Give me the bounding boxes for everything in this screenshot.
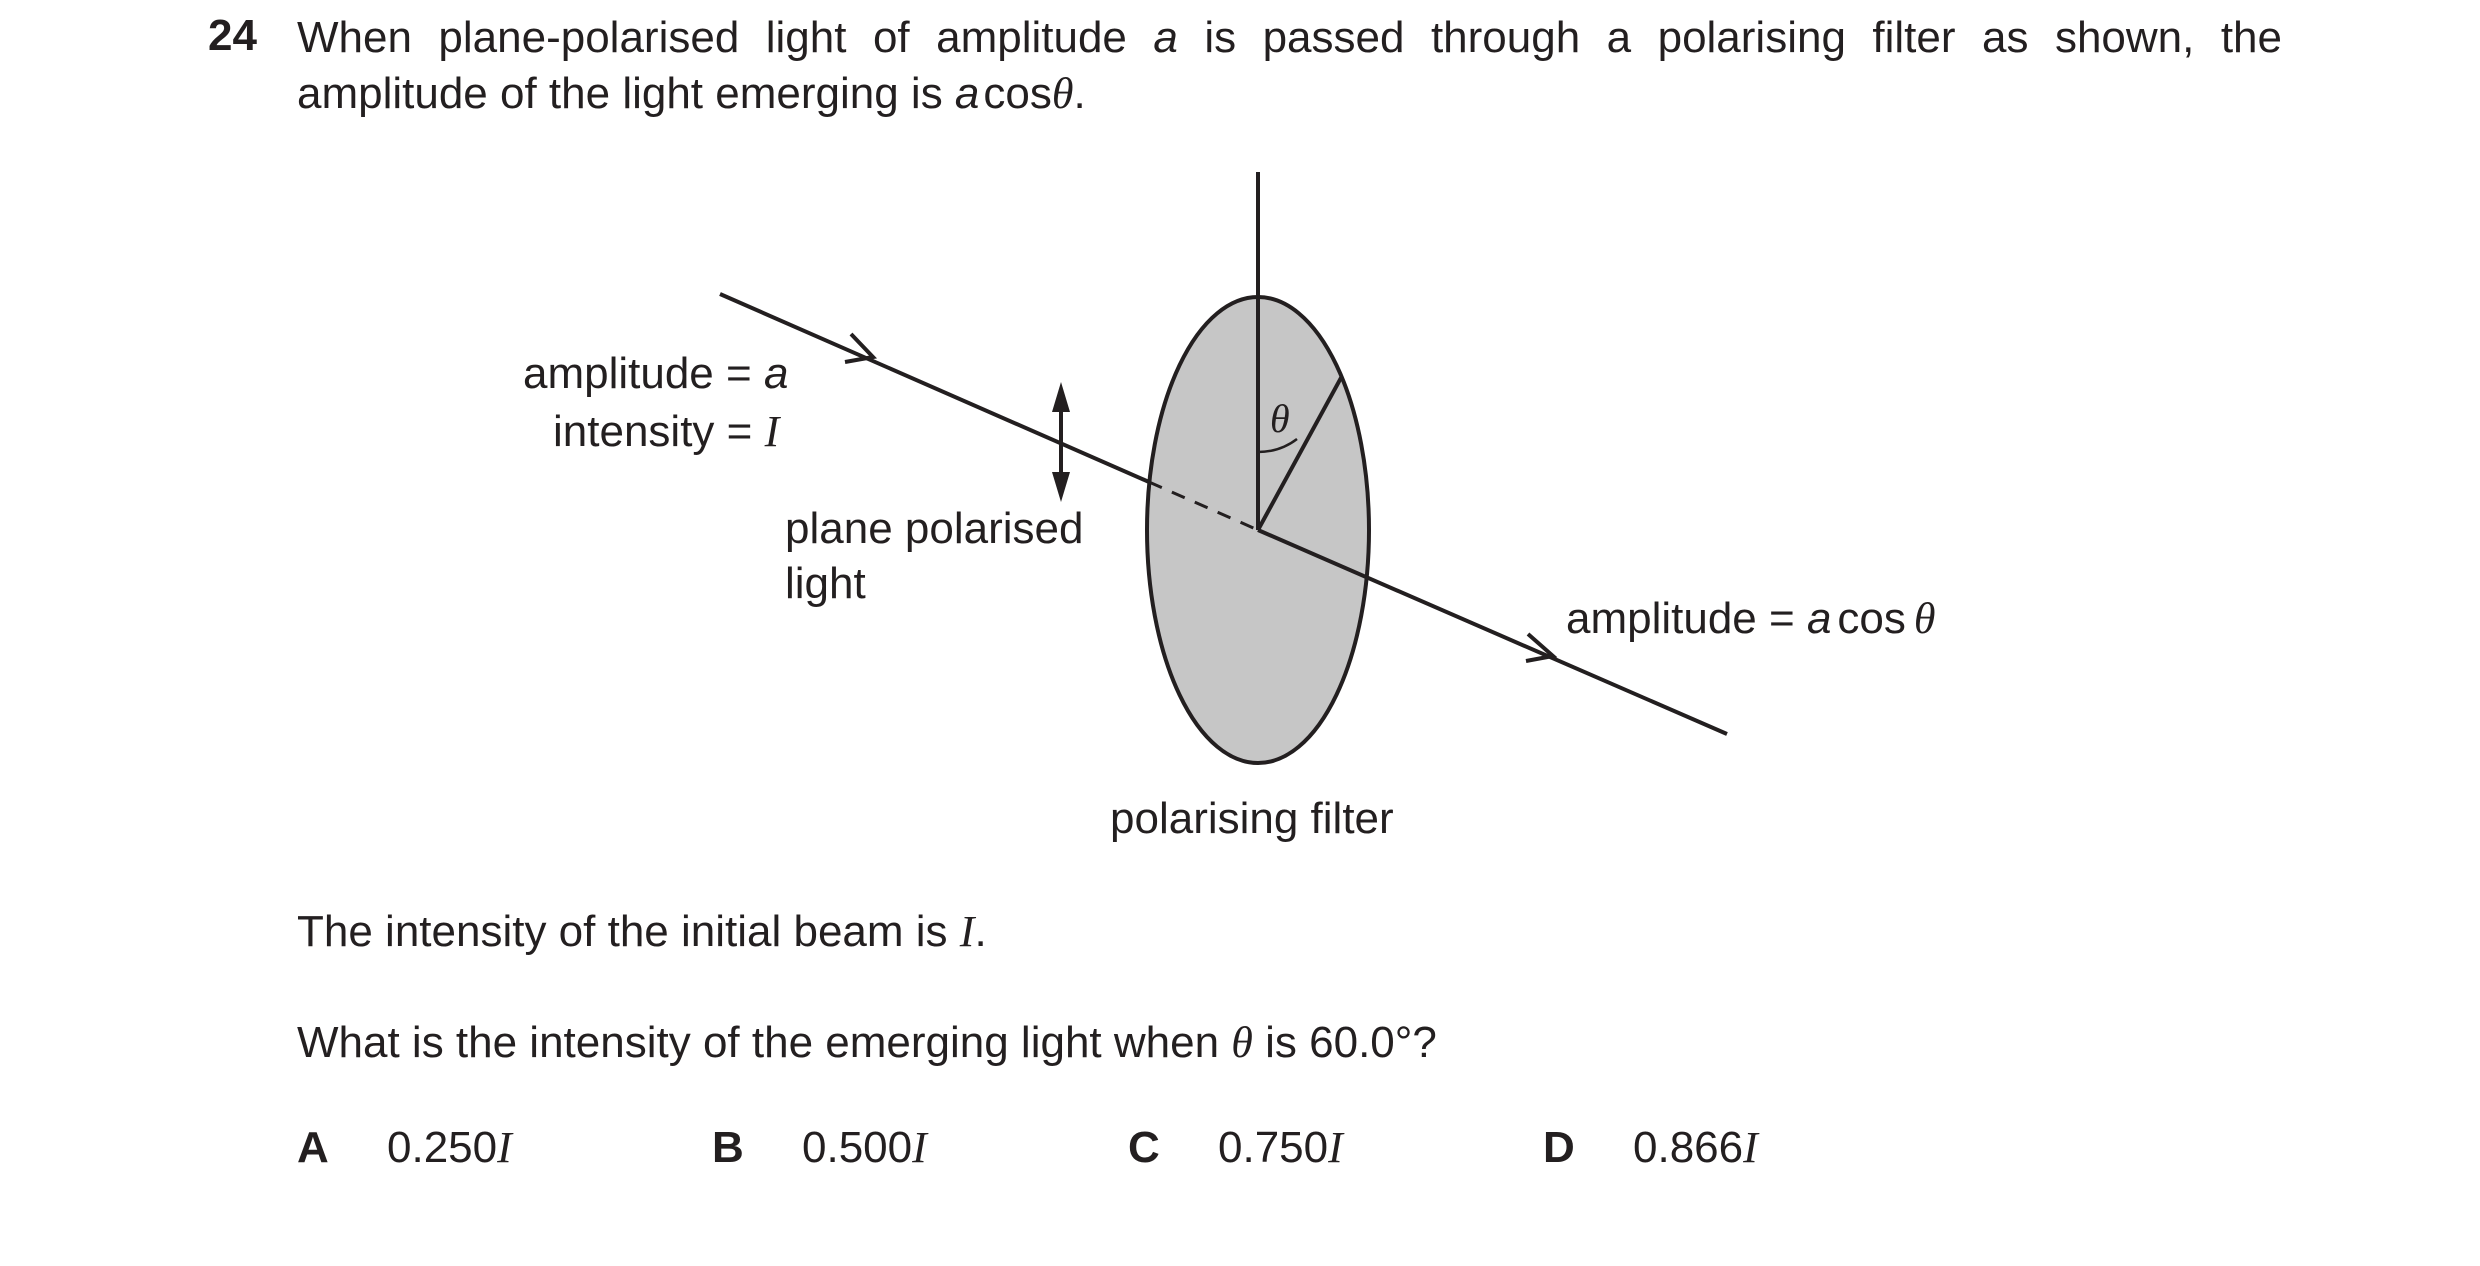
polarisation-arrow-up <box>1052 382 1070 412</box>
label-amplitude-in: amplitude = a <box>523 349 788 398</box>
label-plane-polarised: plane polarised <box>785 504 1083 553</box>
outgoing-arrowhead <box>1525 632 1558 663</box>
option-letter: A <box>297 1123 329 1172</box>
question-intro: When plane-polarised light of amplitude … <box>297 10 2282 122</box>
option-letter: B <box>712 1123 744 1172</box>
option-value: 0.500 <box>802 1123 913 1172</box>
label-intensity-in: intensity = I <box>553 407 782 456</box>
label-light: light <box>785 559 866 608</box>
option-value: 0.250 <box>387 1123 498 1172</box>
outgoing-beam <box>1257 528 1728 736</box>
option-letter: D <box>1543 1123 1575 1172</box>
option-value: 0.866 <box>1633 1123 1744 1172</box>
intro-line-2: amplitude of the light emerging is acosθ… <box>297 69 1086 118</box>
incoming-arrowhead <box>844 332 878 364</box>
question-text: What is the intensity of the emerging li… <box>297 1018 1437 1067</box>
incoming-beam <box>719 292 1150 484</box>
intro-line-1: When plane-polarised light of amplitude … <box>297 13 2282 62</box>
intensity-statement: The intensity of the initial beam is I. <box>297 907 987 956</box>
transmission-axis-line <box>1256 375 1344 531</box>
polarising-filter-diagram: amplitude = a intensity = I plane polari… <box>523 172 1936 843</box>
polarisation-arrow-down <box>1052 472 1070 502</box>
theta-angle-arc <box>1257 438 1298 454</box>
label-polarising-filter: polarising filter <box>1110 794 1394 843</box>
hidden-beam-dashed <box>1148 480 1259 532</box>
option-letter: C <box>1128 1123 1160 1172</box>
question-number: 24 <box>208 11 257 60</box>
label-theta: θ <box>1270 396 1290 441</box>
option-value: 0.750 <box>1218 1123 1329 1172</box>
